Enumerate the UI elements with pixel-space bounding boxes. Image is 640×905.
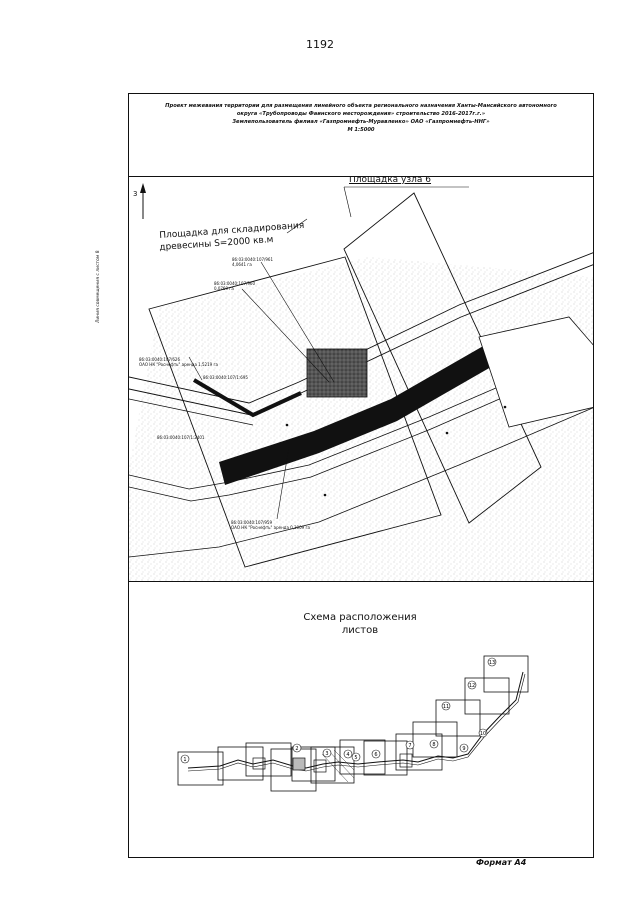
- sheet-number: 12: [469, 683, 475, 689]
- parcel-label: 86:03:0040:107/1:695: [203, 375, 248, 380]
- scheme-title: Схема расположения листов: [260, 611, 460, 637]
- sheet-number: 9: [462, 746, 465, 752]
- sheet-number: 2: [295, 746, 298, 752]
- header-title-line-1: Проект межевания территории для размещен…: [165, 103, 557, 109]
- pipeline-band: [219, 345, 491, 485]
- match-line-label: Линия совмещения с листом 8: [96, 250, 101, 323]
- sheet-number: 7: [408, 743, 411, 749]
- scheme-title-line-1: Схема расположения: [303, 612, 417, 623]
- format-label: Формат А4: [476, 858, 527, 867]
- storage-site-square: [306, 348, 368, 398]
- sheet-number: 8: [432, 742, 435, 748]
- site-node-label: Площадка узла 6: [349, 176, 432, 185]
- site-node-frame: [343, 192, 542, 524]
- sheet-number: 10: [480, 731, 486, 737]
- sheet-number: 3: [325, 751, 328, 757]
- sheet-number: 11: [443, 704, 449, 710]
- map-area: С 3 Площадка узла 6 Площадка для складир…: [128, 176, 594, 582]
- header-landuser: Землепользователь филиал «Газпромнефть-М…: [232, 119, 490, 125]
- sheet-number: 5: [354, 755, 357, 761]
- sheet-number: 13: [489, 660, 495, 666]
- header-scale: М 1:5000: [347, 127, 375, 133]
- page-number: 1192: [306, 38, 334, 51]
- sheet-number: 6: [374, 752, 377, 758]
- north-sub-label: 3: [133, 190, 138, 198]
- sheet-layout-scheme: 1 2 3 4 5 6 7 8 9 10 11 12 13: [177, 655, 529, 792]
- parcel-label: 86:03:0040:107/1:2401: [157, 435, 205, 440]
- header-title-line-2: округа «Трубопроводы Фаинского месторожд…: [236, 111, 486, 117]
- sheet-number: 1: [183, 757, 186, 763]
- parcel-frame-large: [148, 256, 442, 568]
- map-drawing: [129, 183, 593, 581]
- scheme-title-line-2: листов: [341, 625, 379, 636]
- sheet-number: 4: [346, 752, 349, 758]
